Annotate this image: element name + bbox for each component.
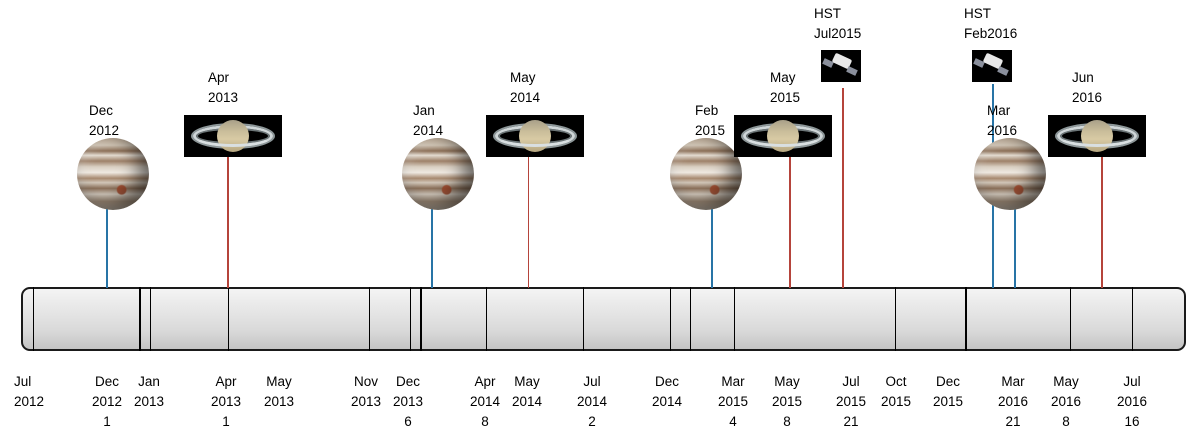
timeline-tick [670,287,671,351]
jupiter-image [670,138,742,210]
date-label: Jul 2016 16 [1116,374,1148,429]
timeline-tick [150,287,151,351]
observation-label: HST Feb2016 [964,6,1018,41]
date-label: Apr 2014 8 [469,374,501,429]
observation-stem [842,88,844,288]
timeline-tick [895,287,896,351]
date-label: May 2016 8 [1050,374,1082,429]
observation-label: Mar 2016 [987,103,1018,138]
date-label: Jul 2012 [14,374,45,409]
timeline-tick [33,287,34,351]
hubble-telescope-icon [972,50,1012,82]
observation-label: Dec 2012 [89,103,120,138]
observation-stem [227,157,229,288]
observation-label: Jun 2016 [1072,70,1103,105]
jupiter-image [77,138,149,210]
hubble-telescope-icon [821,50,861,82]
observation-label: Apr 2013 [208,70,239,105]
timeline-tick [486,287,487,351]
saturn-image [734,115,832,157]
saturn-image [184,115,282,157]
observation-stem [431,208,433,288]
date-label: Dec 2015 [932,374,964,409]
jupiter-image [402,138,474,210]
saturn-image [1048,115,1146,157]
timeline-tick [690,287,691,351]
timeline-tick [1132,287,1133,351]
timeline-tick [1070,287,1071,351]
date-label: Oct 2015 [880,374,912,409]
observation-stem [106,208,108,288]
observation-stem [789,157,791,288]
year-separator-tick [139,287,141,351]
timeline-tick [410,287,411,351]
observation-stem [711,208,713,288]
date-label: Mar 2016 21 [997,374,1029,429]
observation-label: May 2014 [510,70,541,105]
date-label: Jul 2014 2 [576,374,608,429]
date-label: Dec 2013 6 [392,374,424,429]
date-label: Apr 2013 1 [210,374,242,429]
date-label: Mar 2015 4 [717,374,749,429]
observation-label: Feb 2015 [695,103,726,138]
timeline-tick [734,287,735,351]
observation-label: May 2015 [770,70,801,105]
saturn-image [486,115,584,157]
year-separator-tick [965,287,967,351]
timeline-tick [228,287,229,351]
date-label: Jan 2013 [133,374,165,409]
date-label: May 2015 8 [771,374,803,429]
observation-stem [1101,157,1103,288]
timeline-tick [583,287,584,351]
jupiter-image [974,138,1046,210]
date-label: May 2014 [511,374,543,409]
year-separator-tick [420,287,422,351]
observation-label: Jan 2014 [413,103,444,138]
date-label: Nov 2013 [350,374,382,409]
date-label: Jul 2015 21 [835,374,867,429]
timeline-bar [21,287,1186,351]
date-label: Dec 2014 [651,374,683,409]
observation-stem [1014,208,1016,288]
timeline-tick [369,287,370,351]
date-label: Dec 2012 1 [91,374,123,429]
observation-label: HST Jul2015 [814,6,862,41]
date-label: May 2013 [263,374,295,409]
observation-stem [528,157,529,288]
